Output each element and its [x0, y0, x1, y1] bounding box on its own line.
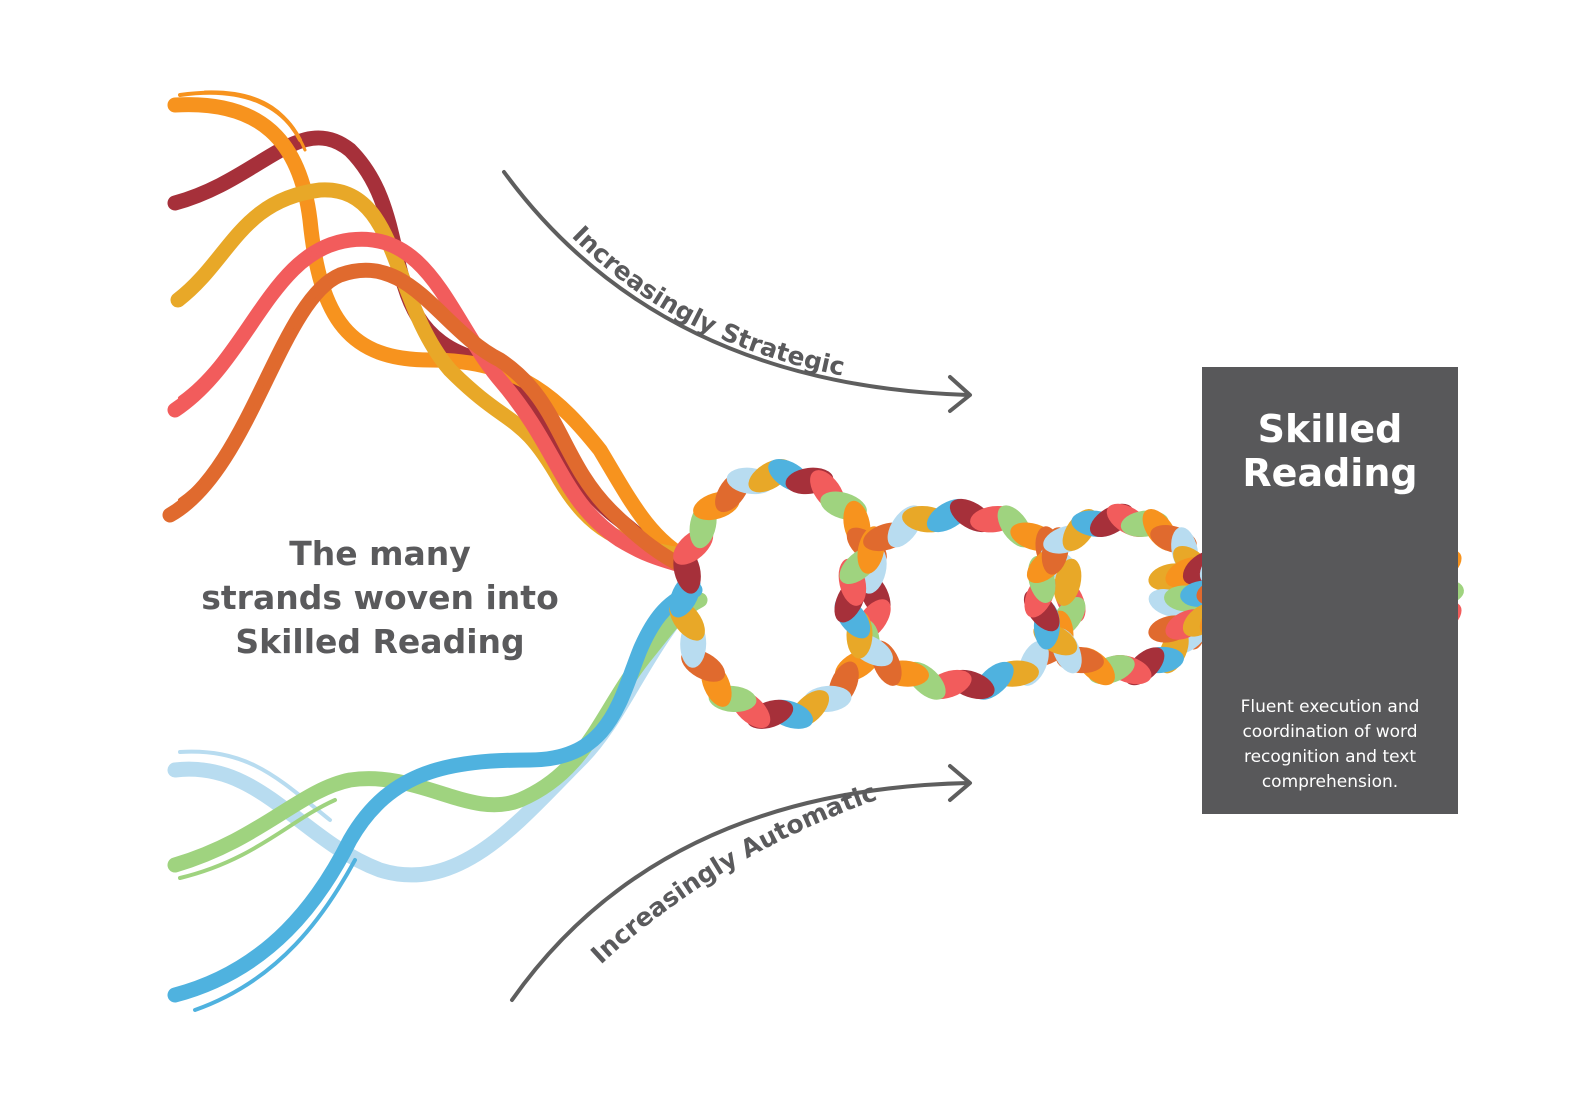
strand-coral-thread	[178, 248, 322, 400]
panel-desc-line-3: recognition and text	[1243, 747, 1417, 767]
strand-green	[167, 592, 708, 873]
strand-light-blue-thread	[178, 749, 332, 822]
lower-strands	[167, 582, 708, 1012]
panel-desc-line-4: comprehension.	[1261, 772, 1399, 792]
strategic-label-path: Increasingly Strategic	[567, 220, 847, 381]
skilled-reading-panel: Skilled Reading Fluent execution and coo…	[1202, 367, 1458, 814]
strand-orange	[167, 97, 698, 568]
strategic-arrow-curve	[502, 170, 970, 397]
panel-title-line-1: Skilled	[1257, 407, 1403, 451]
panel-desc-line-2: coordination of word	[1242, 722, 1418, 742]
automatic-label-path: Increasingly Automatic	[585, 778, 880, 970]
strand-orange-thread-2	[203, 90, 307, 152]
diagram-caption: The many strands woven into Skilled Read…	[190, 532, 570, 664]
automatic-arrow-head	[948, 764, 972, 802]
upper-strands	[162, 90, 698, 578]
increasingly-strategic-label: Increasingly Strategic	[567, 220, 847, 381]
strand-green-thread	[178, 798, 337, 880]
strategic-arrow-head	[948, 375, 972, 413]
increasingly-strategic-arrow	[502, 170, 972, 413]
increasingly-automatic-label: Increasingly Automatic	[585, 778, 880, 970]
panel-title-line-2: Reading	[1242, 451, 1418, 495]
panel-description: Fluent execution and coordination of wor…	[1210, 695, 1450, 795]
strand-burnt-orange-thread	[178, 288, 322, 502]
strand-blue-thread	[193, 858, 357, 1012]
caption-line-3: Skilled Reading	[235, 622, 525, 661]
strand-blue	[167, 582, 703, 1003]
panel-title: Skilled Reading	[1202, 407, 1458, 495]
caption-line-1: The many	[289, 534, 471, 573]
rope-segment	[1053, 558, 1082, 606]
automatic-arrow-curve	[510, 781, 970, 1002]
caption-line-2: strands woven into	[201, 578, 559, 617]
increasingly-automatic-arrow	[510, 764, 972, 1002]
panel-desc-line-1: Fluent execution and	[1240, 697, 1420, 717]
